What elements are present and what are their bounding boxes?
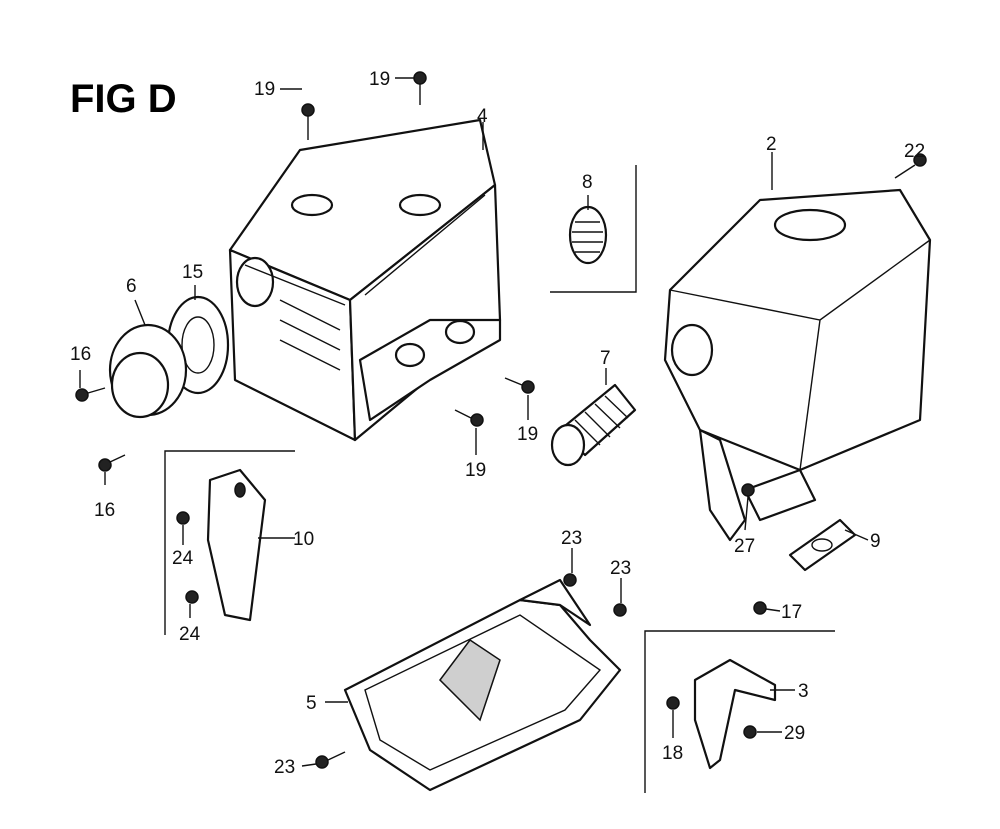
leader-lines xyxy=(79,77,869,767)
part-3-bracket xyxy=(693,658,777,770)
callout-15: 15 xyxy=(182,262,203,283)
callout-16: 16 xyxy=(70,344,91,365)
callout-5: 5 xyxy=(306,693,317,714)
callout-2: 2 xyxy=(766,134,777,155)
callout-23: 23 xyxy=(274,757,295,778)
callout-19: 19 xyxy=(254,79,275,100)
callout-3: 3 xyxy=(798,681,809,702)
part-9-gasket xyxy=(788,518,857,572)
callout-23: 23 xyxy=(561,528,582,549)
callout-24: 24 xyxy=(172,548,194,569)
part-6-cap xyxy=(108,323,188,419)
callout-6: 6 xyxy=(126,276,137,297)
callout-23: 23 xyxy=(610,558,631,579)
callout-18: 18 xyxy=(662,743,683,764)
part-5-muffler-base xyxy=(343,578,622,792)
figure-title: FIG D xyxy=(70,77,177,121)
bracket-line-10 xyxy=(164,450,295,635)
callout-8: 8 xyxy=(582,172,593,193)
callout-22: 22 xyxy=(904,141,925,162)
callout-29: 29 xyxy=(784,723,805,744)
bracket-line-8 xyxy=(550,165,637,293)
callout-19: 19 xyxy=(517,424,538,445)
part-2-muffler xyxy=(663,188,932,542)
callout-19: 19 xyxy=(465,460,486,481)
callout-16: 16 xyxy=(94,500,115,521)
part-8-spark-arrester-cap xyxy=(568,205,608,265)
callout-17: 17 xyxy=(781,602,802,623)
callout-19: 19 xyxy=(369,69,390,90)
callout-27: 27 xyxy=(734,536,755,557)
part-10-heat-shield xyxy=(206,468,267,622)
callout-24: 24 xyxy=(179,624,201,645)
callout-7: 7 xyxy=(600,348,611,369)
callout-10: 10 xyxy=(293,529,314,550)
bolts xyxy=(75,71,927,769)
part-7-spark-arrester-screen xyxy=(550,383,637,467)
bracket-line-3 xyxy=(644,630,835,793)
callout-4: 4 xyxy=(477,106,488,127)
part-4-muffler-protector xyxy=(228,118,502,442)
callout-9: 9 xyxy=(870,531,881,552)
